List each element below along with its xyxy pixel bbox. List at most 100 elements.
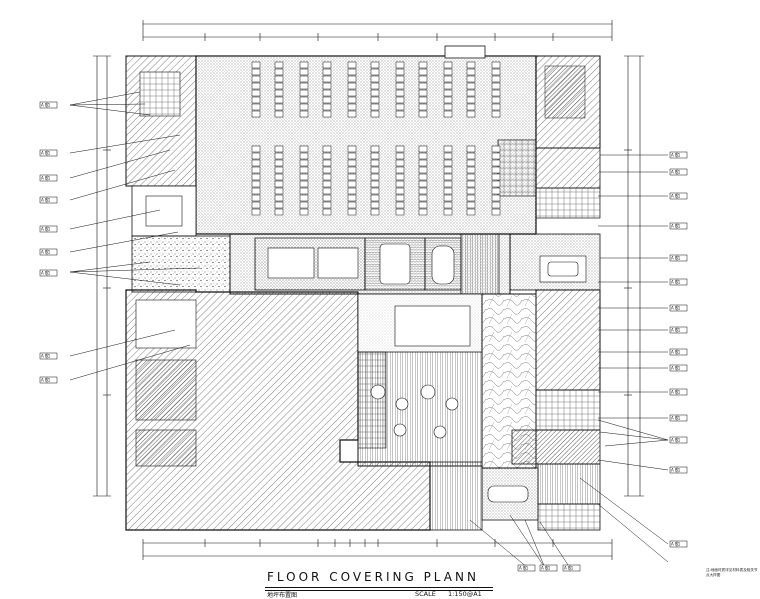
desk bbox=[322, 75, 332, 83]
desk bbox=[491, 82, 501, 90]
desk bbox=[443, 159, 453, 167]
left-callout-3: A B1 bbox=[39, 196, 58, 204]
desk bbox=[251, 145, 261, 153]
desk bbox=[347, 82, 357, 90]
desk bbox=[274, 166, 284, 174]
desk bbox=[322, 82, 332, 90]
desk bbox=[418, 180, 428, 188]
desk bbox=[274, 103, 284, 111]
meeting-tables bbox=[145, 195, 579, 285]
right-callout-code: A B1 bbox=[671, 306, 681, 311]
desk bbox=[299, 145, 309, 153]
desk bbox=[466, 61, 476, 69]
leader-lines bbox=[69, 91, 669, 569]
desk bbox=[418, 208, 428, 216]
desk bbox=[395, 75, 405, 83]
left-callout-5: A B1 bbox=[39, 248, 58, 256]
desk bbox=[491, 201, 501, 209]
desk bbox=[347, 89, 357, 97]
right-callout-code: A B1 bbox=[671, 170, 681, 175]
desk bbox=[347, 201, 357, 209]
desk bbox=[370, 82, 380, 90]
desk bbox=[299, 110, 309, 118]
desk bbox=[491, 75, 501, 83]
desk bbox=[466, 201, 476, 209]
right-callout-8: A B1 bbox=[669, 348, 688, 356]
desk bbox=[395, 61, 405, 69]
desk bbox=[274, 68, 284, 76]
desk bbox=[491, 208, 501, 216]
desk bbox=[443, 82, 453, 90]
desk bbox=[299, 75, 309, 83]
drawing-title: FLOOR COVERING PLANN bbox=[267, 570, 479, 584]
desk bbox=[418, 61, 428, 69]
bottom-callout-code: A B1 bbox=[541, 566, 551, 571]
desk bbox=[466, 75, 476, 83]
desk bbox=[251, 96, 261, 104]
desk bbox=[395, 68, 405, 76]
desk bbox=[418, 96, 428, 104]
desk bbox=[274, 75, 284, 83]
desk bbox=[466, 96, 476, 104]
left-callout-7: A B1 bbox=[39, 352, 58, 360]
desk bbox=[491, 152, 501, 160]
right-callout-6: A B1 bbox=[669, 304, 688, 312]
left-callout-code: A B1 bbox=[41, 271, 51, 276]
desk bbox=[443, 201, 453, 209]
desk bbox=[466, 173, 476, 181]
desk bbox=[443, 61, 453, 69]
desk bbox=[370, 61, 380, 69]
right-callout-code: A B1 bbox=[671, 350, 681, 355]
callouts-right: A B1A B1A B1A B1A B1A B1A B1A B1A B1A B1… bbox=[669, 151, 688, 548]
desk bbox=[443, 110, 453, 118]
desk bbox=[299, 152, 309, 160]
right-callout-code: A B1 bbox=[671, 328, 681, 333]
desk bbox=[251, 103, 261, 111]
desk bbox=[395, 166, 405, 174]
desk bbox=[299, 61, 309, 69]
building-outline bbox=[125, 45, 601, 531]
callouts-left: A B1A B1A B1A B1A B1A B1A B1A B1A B1 bbox=[39, 101, 58, 384]
desk bbox=[322, 173, 332, 181]
desk bbox=[347, 173, 357, 181]
bottom-callout-code: A B1 bbox=[519, 566, 529, 571]
left-dimension bbox=[93, 55, 111, 497]
desk bbox=[466, 152, 476, 160]
drawing-title-block: FLOOR COVERING PLANN 地坪布置图 SCALE 1:150@A… bbox=[265, 570, 495, 599]
desk bbox=[370, 103, 380, 111]
desk bbox=[466, 110, 476, 118]
right-callout-10: A B1 bbox=[669, 388, 688, 396]
right-callout-7: A B1 bbox=[669, 326, 688, 334]
desk bbox=[347, 68, 357, 76]
desk bbox=[370, 145, 380, 153]
desk bbox=[443, 103, 453, 111]
desk bbox=[418, 110, 428, 118]
desk bbox=[322, 201, 332, 209]
right-callout-code: A B1 bbox=[671, 280, 681, 285]
desk bbox=[395, 82, 405, 90]
desk bbox=[466, 145, 476, 153]
right-callout-0: A B1 bbox=[669, 151, 688, 159]
desk bbox=[347, 145, 357, 153]
desk bbox=[274, 208, 284, 216]
desk bbox=[322, 180, 332, 188]
right-callout-12: A B1 bbox=[669, 436, 688, 444]
desk bbox=[347, 110, 357, 118]
desk bbox=[251, 75, 261, 83]
desk bbox=[251, 180, 261, 188]
scale-label: SCALE bbox=[415, 590, 436, 598]
callouts-bottom: A B1 A B1 A B1 bbox=[517, 564, 581, 572]
right-callout-13: A B1 bbox=[669, 466, 688, 474]
bottom-callout-2: A B1 bbox=[562, 564, 581, 572]
title-underline-thin bbox=[265, 590, 493, 591]
desk bbox=[299, 68, 309, 76]
desk bbox=[418, 201, 428, 209]
desk bbox=[274, 96, 284, 104]
desk bbox=[299, 166, 309, 174]
desk bbox=[347, 103, 357, 111]
desk bbox=[251, 61, 261, 69]
desk bbox=[370, 96, 380, 104]
desk bbox=[418, 194, 428, 202]
desk bbox=[491, 180, 501, 188]
desk bbox=[274, 152, 284, 160]
